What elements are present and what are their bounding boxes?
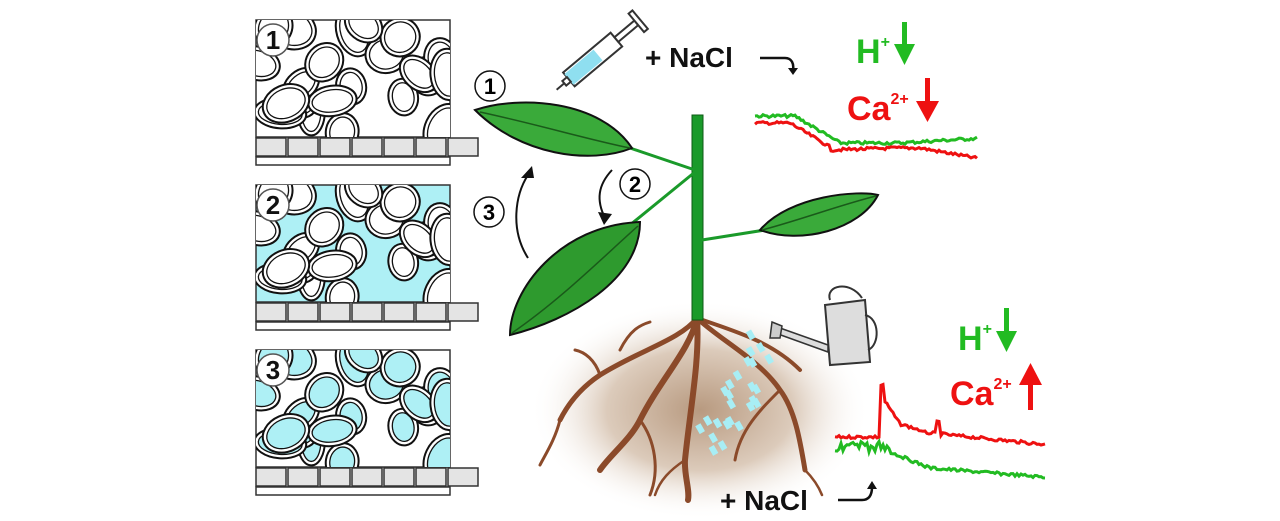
panel-number: 1 [266, 25, 280, 55]
arrowhead-icon [598, 212, 612, 225]
water-drop [708, 445, 719, 456]
ca-ion-label-bottom: Ca2+ [950, 375, 1012, 413]
arrow-step-2 [598, 169, 613, 219]
arrow-down-icon [894, 22, 915, 65]
step-1-badge: 1 [474, 70, 506, 102]
water-drop [743, 356, 753, 367]
epidermis-cell [319, 467, 351, 487]
h-ion-label-bottom: H+ [958, 320, 992, 358]
ca-trace-bottom [834, 382, 1046, 447]
arrow-down-icon [916, 78, 939, 122]
epidermis-cell [447, 302, 479, 322]
epidermis-cell [383, 302, 415, 322]
roots [538, 315, 824, 503]
water-drop [745, 329, 756, 341]
water-drop [717, 440, 728, 451]
epidermis-cell [255, 302, 287, 322]
epidermis-cell [415, 137, 447, 157]
h-trace-bottom [834, 437, 1046, 480]
petioles [629, 146, 766, 242]
water-drop [725, 415, 735, 427]
watering-can-icon [769, 285, 878, 367]
step-number: 2 [629, 172, 641, 197]
water-drop [712, 417, 723, 429]
ca-ion-label-top: Ca2+ [847, 90, 909, 128]
water-drop [722, 418, 733, 430]
arrow-up-icon [1019, 363, 1042, 410]
epidermis-cell [287, 467, 319, 487]
syringe-icon [555, 9, 650, 91]
arrowhead-icon [521, 166, 534, 178]
h-ion-label-top: H+ [856, 33, 890, 71]
leaf-3 [758, 192, 880, 237]
epidermis-cell [447, 137, 479, 157]
epidermis-cell [351, 302, 383, 322]
step-number: 1 [484, 74, 496, 99]
water-drop [764, 353, 774, 365]
curved-arrow-icon [838, 486, 874, 502]
epidermis-cell [319, 302, 351, 322]
epidermis-cell [447, 467, 479, 487]
h-trace-top [754, 112, 978, 147]
water-drop [734, 420, 744, 432]
epidermis-cell [415, 302, 447, 322]
leaf-1 [473, 101, 634, 157]
epidermis-cell [383, 137, 415, 157]
water-drop [755, 342, 766, 353]
water-drop [745, 400, 756, 412]
tissue-panel-2: 2 [255, 184, 479, 331]
water-drop [702, 415, 713, 427]
arrow-down-icon [996, 308, 1017, 352]
epidermis-cell [319, 137, 351, 157]
ca-trace-top [754, 119, 979, 160]
water-stream [695, 326, 780, 456]
leaf-2 [508, 220, 642, 337]
epidermis-cell [351, 467, 383, 487]
panel-number: 3 [266, 355, 280, 385]
tissue-panel-3: 3 [255, 349, 479, 496]
epidermis-cell [415, 467, 447, 487]
panel-number: 2 [266, 190, 280, 220]
epidermis-cell [351, 137, 383, 157]
water-drop [724, 389, 735, 401]
water-drop [745, 346, 756, 357]
stem [691, 114, 704, 321]
water-drop [695, 423, 705, 435]
tissue-panel-1: 1 [255, 19, 479, 166]
nacl-label-bottom: + NaCl [720, 485, 808, 516]
step-number: 3 [483, 200, 495, 225]
arrow-step-3 [515, 174, 529, 259]
epidermis-cell [255, 137, 287, 157]
epidermis-cell [255, 467, 287, 487]
water-drop [724, 378, 735, 390]
epidermis-cell [383, 467, 415, 487]
water-drop [726, 398, 737, 410]
epidermis-cell [287, 137, 319, 157]
step-3-badge: 3 [473, 196, 505, 228]
step-2-badge: 2 [619, 168, 651, 200]
water-drop [708, 432, 718, 444]
epidermis-cell [287, 302, 319, 322]
water-drop [751, 397, 762, 409]
water-drop [732, 370, 743, 381]
nacl-label-top: + NaCl [645, 42, 733, 73]
water-drop [751, 383, 762, 395]
